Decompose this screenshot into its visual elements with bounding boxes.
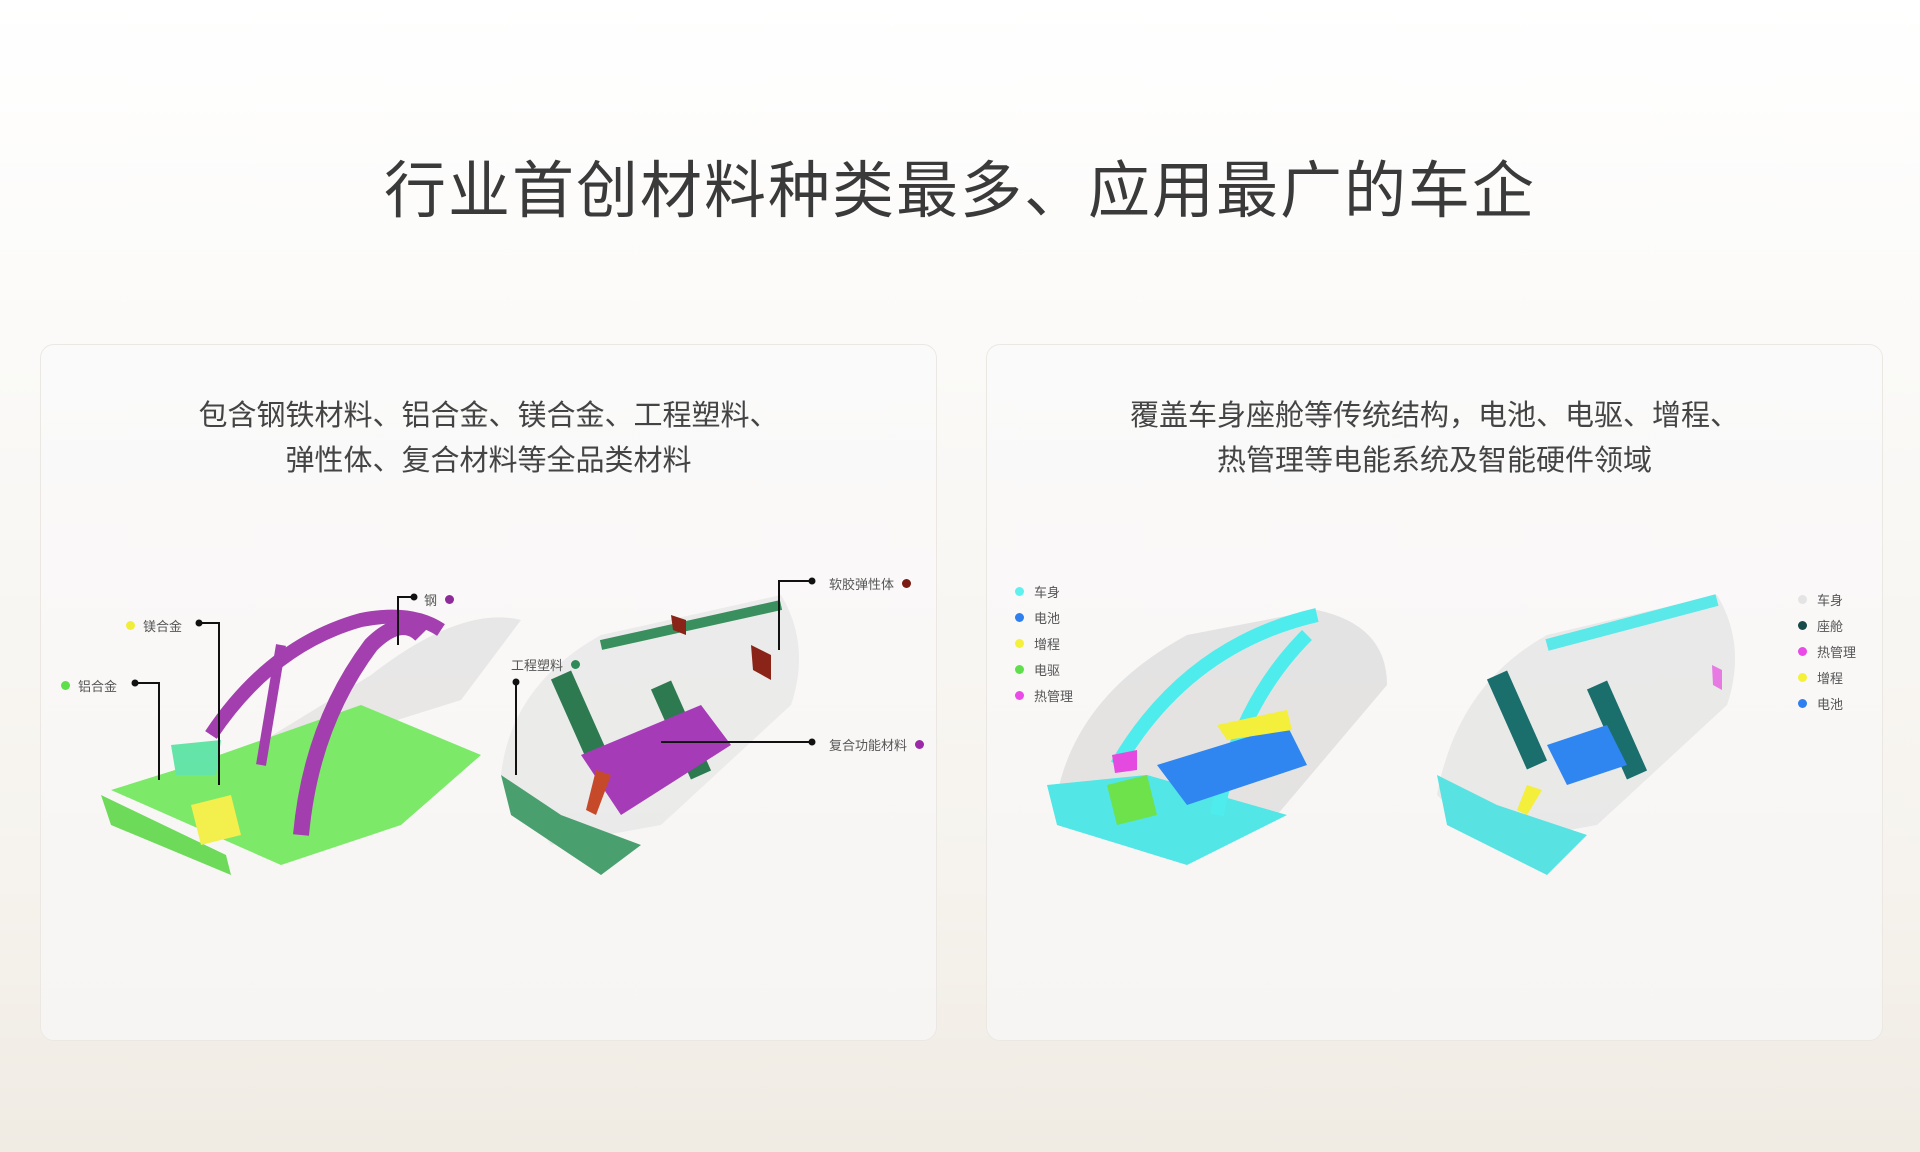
subtitle-line: 热管理等电能系统及智能硬件领域 bbox=[1216, 443, 1652, 477]
label-steel: 钢 bbox=[424, 590, 455, 609]
legend-item: 增程 bbox=[1798, 671, 1856, 687]
label-soft-elastomer: 软胶弹性体 bbox=[829, 574, 912, 593]
label-text: 钢 bbox=[424, 594, 438, 609]
legend-text: 增程 bbox=[1034, 638, 1061, 653]
color-dot bbox=[915, 740, 925, 749]
legend-systems-right: 车身 座舱 热管理 增程 电池 bbox=[1798, 593, 1857, 713]
systems-subtitle: 覆盖车身座舱等传统结构，电池、电驱、增程、 热管理等电能系统及智能硬件领域 bbox=[987, 393, 1882, 483]
legend-text: 座舱 bbox=[1817, 620, 1844, 635]
label-aluminum-alloy: 铝合金 bbox=[61, 676, 117, 695]
color-dot bbox=[1015, 691, 1024, 700]
legend-item: 座舱 bbox=[1798, 619, 1856, 635]
legend-item: 电池 bbox=[1798, 697, 1856, 713]
label-composite-functional: 复合功能材料 bbox=[829, 735, 925, 754]
materials-subtitle: 包含钢铁材料、铝合金、镁合金、工程塑料、 弹性体、复合材料等全品类材料 bbox=[41, 393, 936, 483]
legend-text: 电驱 bbox=[1034, 664, 1061, 679]
color-dot bbox=[61, 681, 70, 690]
legend-text: 车身 bbox=[1817, 594, 1844, 609]
color-dot bbox=[1798, 621, 1807, 630]
legend-text: 车身 bbox=[1034, 586, 1061, 601]
label-text: 工程塑料 bbox=[511, 659, 564, 674]
color-dot bbox=[902, 579, 912, 588]
label-engineering-plastic: 工程塑料 bbox=[511, 655, 581, 674]
legend-text: 增程 bbox=[1817, 672, 1844, 687]
car-systems-images bbox=[1047, 594, 1735, 875]
color-dot bbox=[1798, 673, 1807, 682]
legend-item: 车身 bbox=[1015, 585, 1073, 601]
color-dot bbox=[1015, 613, 1024, 622]
legend-text: 电池 bbox=[1817, 698, 1844, 713]
page-title: 行业首创材料种类最多、应用最广的车企 bbox=[383, 154, 1536, 227]
car-materials-frame-image bbox=[101, 577, 816, 875]
legend-item: 热管理 bbox=[1015, 689, 1074, 705]
color-dot bbox=[126, 621, 135, 630]
subtitle-line: 弹性体、复合材料等全品类材料 bbox=[285, 443, 692, 477]
label-text: 软胶弹性体 bbox=[829, 578, 895, 593]
color-dot bbox=[1798, 647, 1807, 656]
label-text: 铝合金 bbox=[78, 680, 118, 695]
label-magnesium-alloy: 镁合金 bbox=[126, 616, 182, 635]
label-text: 复合功能材料 bbox=[829, 739, 908, 754]
legend-text: 热管理 bbox=[1817, 646, 1857, 661]
color-dot bbox=[1015, 587, 1024, 596]
color-dot bbox=[1015, 665, 1024, 674]
legend-item: 电池 bbox=[1015, 611, 1073, 627]
color-dot bbox=[1798, 699, 1807, 708]
color-dot bbox=[1015, 639, 1024, 648]
legend-item: 车身 bbox=[1798, 593, 1856, 609]
legend-item: 热管理 bbox=[1798, 645, 1857, 661]
legend-item: 电驱 bbox=[1015, 663, 1073, 679]
legend-systems-left: 车身 电池 增程 电驱 热管理 bbox=[1015, 585, 1074, 705]
color-dot bbox=[571, 660, 581, 669]
label-text: 镁合金 bbox=[143, 620, 183, 635]
legend-item: 增程 bbox=[1015, 637, 1073, 653]
systems-card: 覆盖车身座舱等传统结构，电池、电驱、增程、 热管理等电能系统及智能硬件领域 车身… bbox=[986, 344, 1883, 1041]
legend-text: 电池 bbox=[1034, 612, 1061, 627]
legend-text: 热管理 bbox=[1034, 690, 1074, 705]
materials-card: 包含钢铁材料、铝合金、镁合金、工程塑料、 弹性体、复合材料等全品类材料 bbox=[40, 344, 937, 1041]
color-dot bbox=[445, 595, 455, 604]
subtitle-line: 覆盖车身座舱等传统结构，电池、电驱、增程、 bbox=[1129, 398, 1739, 432]
subtitle-line: 包含钢铁材料、铝合金、镁合金、工程塑料、 bbox=[198, 398, 779, 432]
color-dot bbox=[1798, 595, 1807, 604]
